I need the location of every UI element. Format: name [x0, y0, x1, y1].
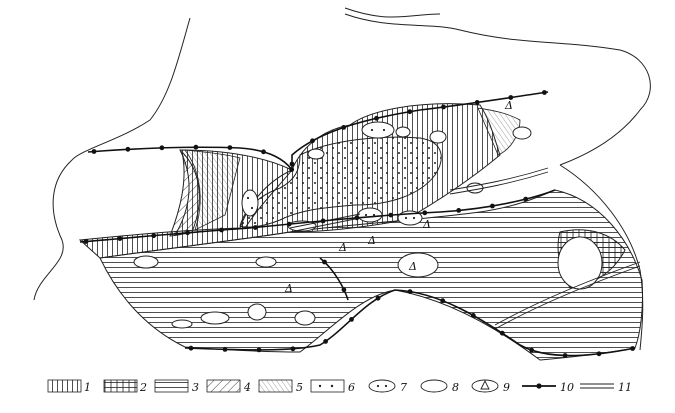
- line-dot: [341, 125, 347, 130]
- triangle-symbol: Δ: [284, 282, 293, 295]
- line-dot: [117, 236, 123, 242]
- lens-bodies: [133, 126, 603, 329]
- line-dot: [407, 109, 413, 115]
- dotted-lens-dots: [246, 128, 416, 220]
- line-dot: [219, 227, 224, 233]
- legend-number: 11: [618, 381, 632, 394]
- line-dot: [508, 95, 514, 100]
- line-dot: [159, 145, 165, 151]
- zone-diagonal-hatch-west: [169, 150, 200, 237]
- legend-item-5: 5: [258, 379, 303, 394]
- coastline: [33, 7, 651, 351]
- line-dot: [193, 144, 199, 150]
- legend: 1 2 3 4 5 6 7 8: [47, 379, 632, 394]
- line-dot: [422, 210, 428, 216]
- legend-item-3: 3: [154, 379, 199, 394]
- line-dot: [470, 313, 476, 318]
- line-dot: [490, 203, 495, 209]
- line-dot: [289, 161, 295, 167]
- legend-item-7: 7: [368, 379, 407, 394]
- zone-diagonal-hatch-east: [477, 107, 521, 156]
- line-dot: [562, 353, 568, 358]
- legend-item-4: 4: [206, 379, 251, 394]
- dotted-lenses: [241, 121, 423, 226]
- line-dot: [341, 287, 347, 293]
- legend-number: 4: [243, 381, 251, 394]
- line-dot: [185, 230, 191, 236]
- zone-dotted-central: [239, 136, 442, 228]
- line-dot: [440, 298, 446, 304]
- line-dot: [83, 239, 89, 244]
- line-dot: [125, 146, 131, 152]
- line-dot: [91, 149, 97, 154]
- legend-number: 2: [139, 381, 147, 394]
- line-dot: [290, 346, 296, 352]
- legend-item-6: 6: [310, 379, 355, 394]
- legend-item-1: 1: [47, 379, 91, 394]
- triangle-symbol: Δ: [367, 234, 376, 247]
- triangle-symbol: Δ: [408, 260, 417, 273]
- line-dot: [222, 347, 228, 352]
- line-dot: [253, 225, 258, 230]
- triangle-symbol: Δ: [422, 218, 431, 231]
- line-dot: [286, 221, 292, 227]
- legend-number: 7: [400, 381, 407, 394]
- line-dot: [596, 351, 602, 357]
- line-dot: [542, 90, 547, 95]
- line-dot: [256, 347, 262, 353]
- line-dot: [322, 259, 327, 265]
- line-dot: [375, 295, 381, 301]
- line-dot: [310, 138, 315, 144]
- legend-number: 8: [452, 381, 459, 394]
- line-dot: [499, 330, 505, 336]
- triangle-symbol: Δ: [338, 241, 347, 254]
- line-dot: [388, 212, 394, 218]
- legend-number: 6: [348, 381, 355, 394]
- legend-item-9: 9: [471, 379, 510, 394]
- line-dot: [523, 196, 529, 202]
- legend-item-10: 10: [522, 381, 574, 394]
- dotted-line-markers: [83, 90, 635, 358]
- triangle-symbol: Δ: [504, 99, 513, 112]
- line-dot: [151, 233, 157, 239]
- legend-item-8: 8: [420, 379, 459, 394]
- legend-item-2: 2: [103, 379, 147, 394]
- line-dot: [349, 317, 354, 322]
- line-dot: [474, 100, 480, 105]
- line-dot: [407, 289, 413, 294]
- legend-number: 3: [192, 381, 199, 394]
- triangle-markers: Δ Δ Δ Δ Δ Δ: [284, 99, 513, 295]
- line-dot: [320, 218, 326, 224]
- line-dot: [354, 215, 360, 221]
- zone-fine-diagonal: [184, 149, 241, 231]
- line-dot: [323, 339, 328, 344]
- line-dot: [188, 345, 194, 351]
- line-dot: [456, 208, 462, 213]
- line-dot: [227, 145, 233, 151]
- line-dot: [630, 346, 635, 351]
- line-dot: [289, 167, 295, 173]
- legend-number: 10: [560, 381, 574, 394]
- line-dot: [529, 347, 534, 353]
- legend-item-11: 11: [580, 381, 632, 394]
- legend-number: 5: [296, 381, 303, 394]
- legend-number: 1: [84, 381, 91, 394]
- line-dot: [261, 149, 266, 155]
- line-dot: [374, 115, 379, 121]
- legend-number: 9: [503, 381, 510, 394]
- line-dot: [441, 104, 446, 110]
